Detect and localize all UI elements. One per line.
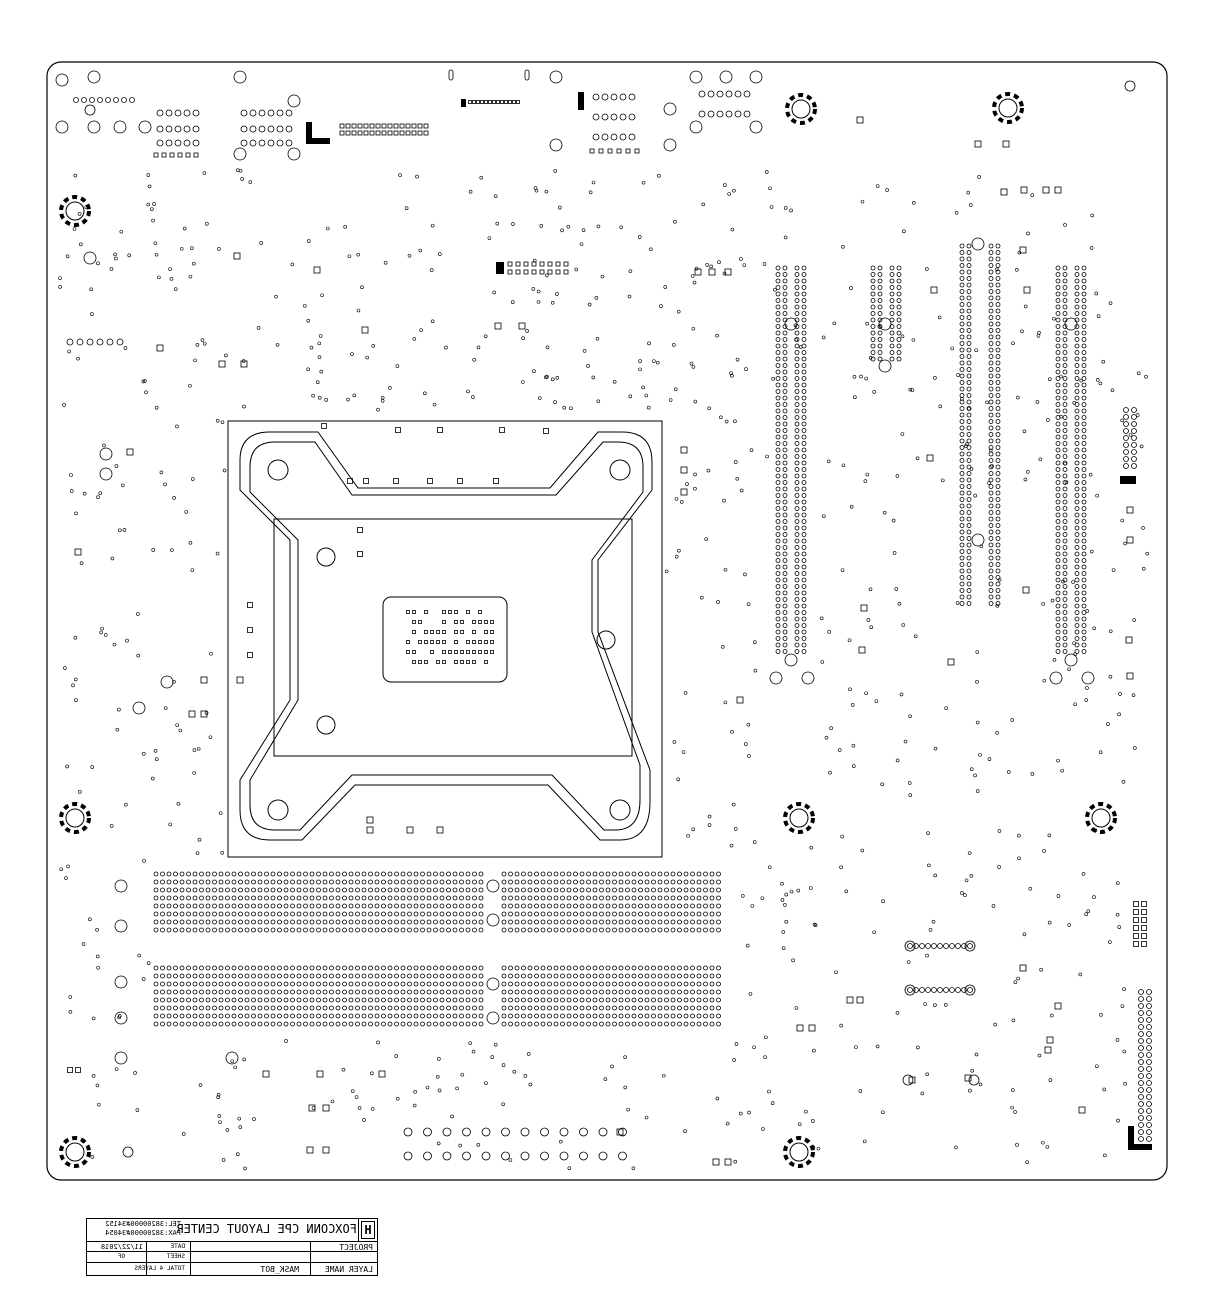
vias (58, 168, 1150, 1171)
pcie-slot-pads (769, 237, 1152, 1142)
date-value: 11/22/2018 (100, 1243, 143, 1251)
layer-name-label: LAYER NAME (324, 1265, 373, 1274)
board-outline (46, 61, 1168, 1181)
title-block: H FOXCONN CPE LAYOUT CENTER TEL:38200000… (86, 1218, 378, 1276)
logo-mark: H (361, 1221, 375, 1239)
total-layers: TOTAL 4 LAYERS (134, 1265, 185, 1272)
cpu-socket (227, 420, 663, 858)
rear-io-pads (55, 70, 763, 1161)
sheet-label: SHEET (166, 1253, 185, 1260)
mounting-holes (59, 92, 1117, 1168)
date-label: DATE (170, 1243, 185, 1250)
component-pads (67, 69, 1136, 1166)
project-label: PROJECT (339, 1243, 373, 1252)
layer-name-value: MASK_BOT (260, 1265, 299, 1274)
dimm-slot-pads (153, 871, 721, 1027)
sheet-value: OF (117, 1253, 125, 1260)
tel-number: TEL:38200000#34152 (105, 1220, 181, 1228)
fax-number: FAX:38200000#34054 (105, 1229, 181, 1237)
company-line: FOXCONN CPE LAYOUT CENTER (176, 1222, 357, 1236)
pin1-markers (306, 92, 1152, 1150)
